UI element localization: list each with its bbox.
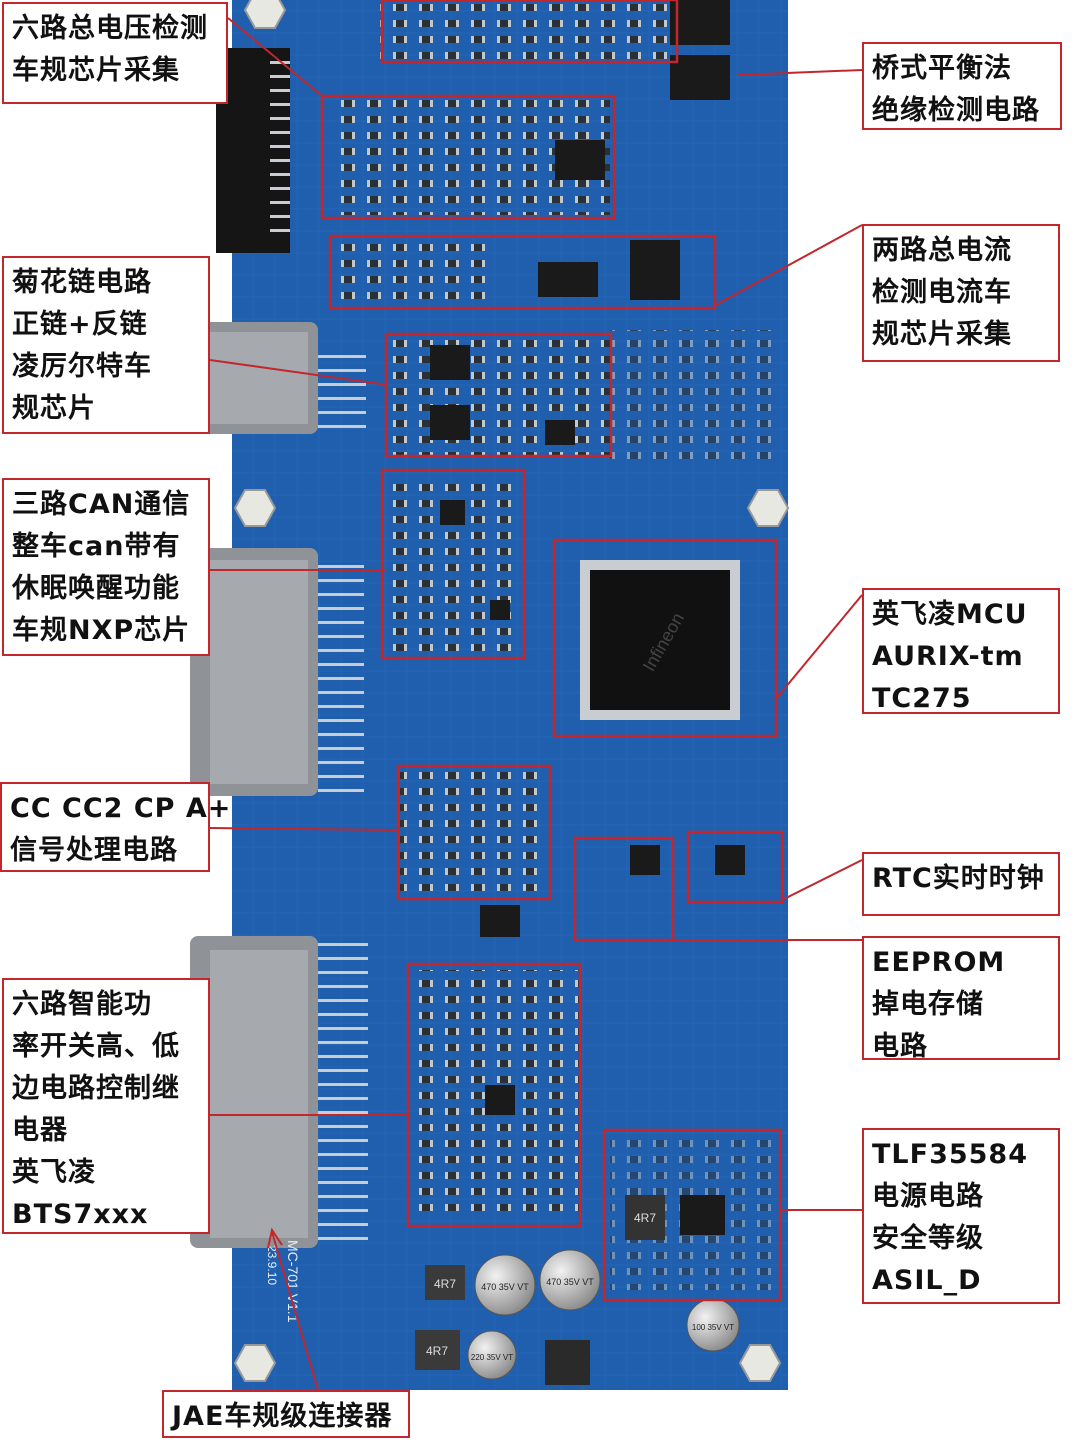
callout-line: 六路总电压检测 [12,13,208,44]
callout-rtc: RTC实时时钟 [862,852,1060,916]
cap-label-3: 220 35V VT [471,1353,513,1362]
callout-can-comm: 三路CAN通信 整车can带有 休眠唤醒功能 车规NXP芯片 [2,478,210,656]
top-connector [216,48,290,253]
cap-label-1: 470 35V VT [481,1282,529,1292]
callout-daisy-chain: 菊花链电路 正链+反链 凌厉尔特车 规芯片 [2,256,210,434]
callout-eeprom: EEPROM 掉电存储 电路 [862,936,1060,1062]
inductor-label-3: 4R7 [634,1211,656,1225]
ic-chips [430,0,745,1240]
callout-line: 信号处理电路 [10,835,178,866]
callout-line: ASIL_D [872,1265,982,1296]
callout-line: CC CC2 CP A+ [10,793,232,824]
callout-line: RTC实时时钟 [872,863,1045,894]
callout-line: 英飞凌 [12,1157,96,1188]
callout-cc-signal: CC CC2 CP A+ 信号处理电路 [0,782,232,872]
callout-line: 休眠唤醒功能 [12,573,180,604]
callout-bridge-insulation: 桥式平衡法 绝缘检测电路 [862,42,1062,130]
inductor-label-1: 4R7 [434,1277,456,1291]
inductors: 4R7 4R7 4R7 [415,1211,656,1385]
callout-line: 车规芯片采集 [12,55,180,86]
callout-leaders [209,17,863,1391]
callout-line: 两路总电流 [872,235,1012,266]
callout-line: 桥式平衡法 [872,53,1012,84]
jae-connector-2 [190,548,364,796]
callout-line: AURIX-tm [872,641,1024,672]
highlight-boxes [320,0,784,1302]
callout-line: 安全等级 [872,1223,984,1254]
callout-line: 绝缘检测电路 [872,95,1040,126]
callout-current-detect: 两路总电流 检测电流车 规芯片采集 [862,224,1060,362]
cap-label-2: 470 35V VT [546,1277,594,1287]
callout-line: 电路 [872,1031,928,1062]
callout-line: 凌厉尔特车 [12,351,152,382]
callout-line: 三路CAN通信 [12,489,191,520]
callout-line: 菊花链电路 [12,267,152,298]
board-date: 23.9.10 [265,1245,279,1285]
callout-line: 规芯片 [12,393,96,424]
callout-line: 六路智能功 [12,989,152,1020]
callout-power-supply: TLF35584 电源电路 安全等级 ASIL_D [862,1128,1060,1304]
jae-connector-3 [190,936,368,1248]
callout-line: 整车can带有 [12,531,181,562]
callout-line: BTS7xxx [12,1199,149,1230]
jae-connector-1 [190,322,366,435]
callout-line: 正链+反链 [12,309,148,340]
callout-line: 电器 [12,1115,68,1146]
callout-line: TC275 [872,683,972,714]
callout-line: 边电路控制继 [12,1073,180,1104]
callout-voltage-detect: 六路总电压检测 车规芯片采集 [2,2,228,104]
callout-line: 电源电路 [872,1181,984,1212]
callout-line: 英飞凌MCU [872,599,1028,630]
callout-connector: JAE车规级连接器 [162,1390,410,1438]
smd-components [330,0,780,1290]
callout-power-switch: 六路智能功 率开关高、低 边电路控制继 电器 英飞凌 BTS7xxx [2,978,210,1234]
callout-line: 掉电存储 [872,989,984,1020]
board-marking: MC-701 V1.1 [285,1240,301,1323]
mcu-chip: Infineon [580,560,740,720]
callout-line: 检测电流车 [872,277,1012,308]
callout-line: EEPROM [872,947,1006,978]
callout-mcu: 英飞凌MCU AURIX-tm TC275 [862,588,1060,714]
callout-line: TLF35584 [872,1139,1028,1170]
callout-line: 车规NXP芯片 [12,615,191,646]
inductor-label-2: 4R7 [426,1344,448,1358]
callout-line: 规芯片采集 [872,319,1012,350]
callout-line: 率开关高、低 [12,1031,180,1062]
mounting-holes [233,0,790,1382]
cap-label-4: 100 35V VT [692,1323,734,1332]
callout-line: JAE车规级连接器 [172,1401,393,1432]
